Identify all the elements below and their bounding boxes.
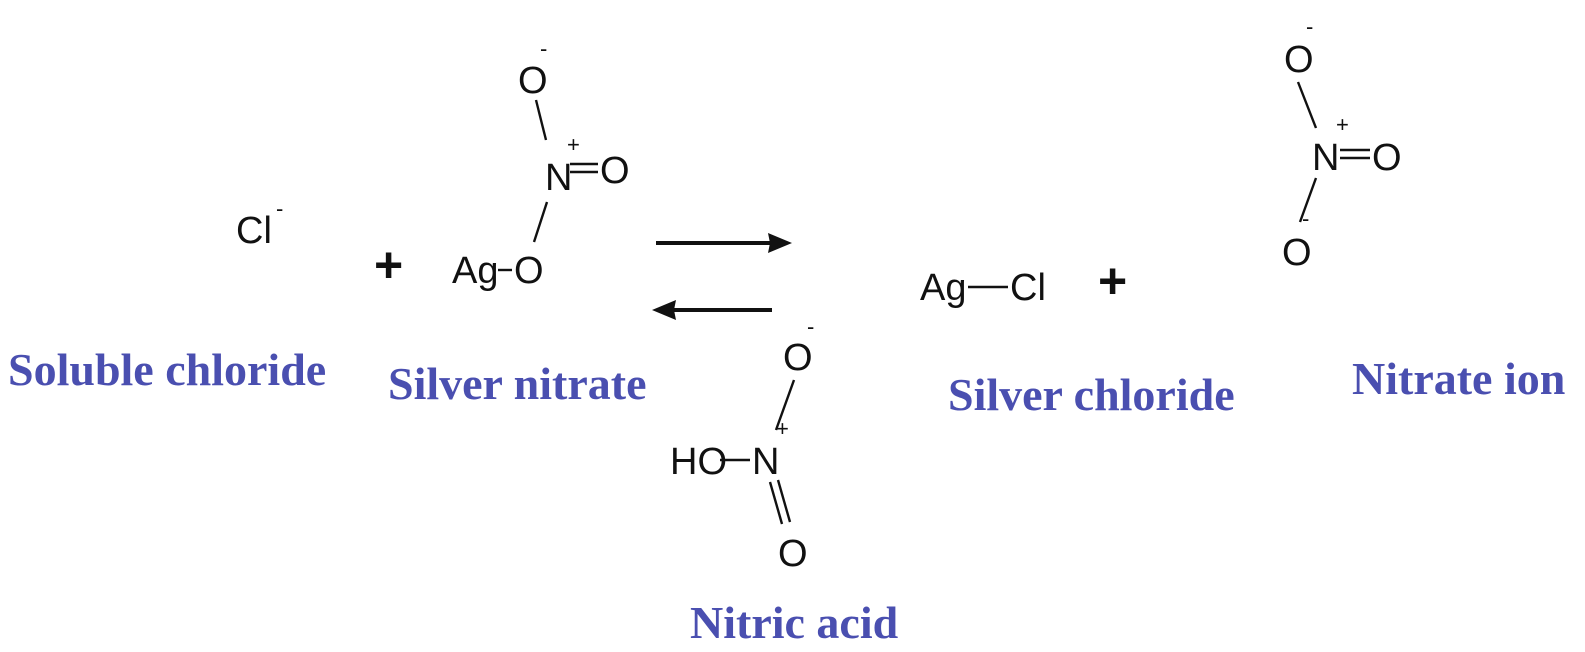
silver-nitrate-top-o-atom: O [518, 60, 548, 102]
silver-nitrate-o-charge: - [540, 36, 547, 61]
silver-chloride-cl-atom: Cl [1010, 267, 1046, 309]
soluble-chloride-caption: Soluble chloride [8, 344, 326, 395]
nitric-acid-double-bond-left [768, 481, 784, 525]
nitrate-top-o-atom: O [1284, 39, 1314, 81]
nitrate-n-o-bottom-bond [1298, 177, 1318, 223]
nitric-acid-o-charge: - [807, 314, 814, 339]
nitrate-ion-caption: Nitrate ion [1352, 353, 1565, 404]
nitric-acid-n-atom: N [752, 441, 779, 483]
nitric-acid-top-o-atom: O [783, 337, 813, 379]
nitrate-n-o-top-bond [1296, 81, 1318, 129]
o-n-bond [532, 201, 549, 243]
nitrate-bottom-o-charge: - [1302, 206, 1309, 231]
silver-nitrate-n-charge: + [567, 132, 580, 157]
silver-nitrate-n-atom: N [545, 157, 572, 199]
silver-chloride-ag-atom: Ag [920, 267, 966, 309]
nitric-acid-n-charge: + [776, 416, 789, 441]
silver-nitrate-caption: Silver nitrate [388, 358, 646, 409]
reactant-plus-sign: + [374, 237, 403, 293]
nitric-acid-n-o-top-bond [774, 379, 796, 431]
reverse-arrow [652, 300, 772, 320]
silver-chloride-caption: Silver chloride [948, 369, 1235, 420]
nitrate-top-o-charge: - [1306, 14, 1313, 39]
nitrate-double-o-atom: O [1372, 137, 1402, 179]
nitric-acid-caption: Nitric acid [690, 597, 899, 648]
nitrate-n-charge: + [1336, 112, 1349, 137]
nitric-acid-bottom-o-atom: O [778, 533, 808, 575]
silver-nitrate-bridge-o-atom: O [514, 250, 544, 292]
nitrate-ion-structure: O - N + O O - [1282, 14, 1402, 274]
nitrate-bottom-o-atom: O [1282, 232, 1312, 274]
nitrate-n-atom: N [1312, 137, 1339, 179]
nitric-acid-ho-group: HO [670, 441, 727, 483]
chloride-symbol: Cl [236, 210, 272, 252]
nitric-acid-double-bond-right [776, 479, 792, 523]
silver-nitrate-ag-atom: Ag [452, 250, 498, 292]
product-plus-sign: + [1098, 253, 1127, 309]
chloride-ion: Cl - [236, 196, 283, 252]
silver-chloride-structure: Ag Cl [920, 267, 1046, 309]
n-o-top-bond [534, 99, 548, 141]
silver-nitrate-double-o-atom: O [600, 150, 630, 192]
nitric-acid-structure: O - HO N + O [670, 314, 814, 575]
silver-nitrate-structure: Ag O N + O O - [452, 36, 630, 292]
chloride-charge: - [276, 196, 283, 221]
forward-arrow [656, 233, 792, 253]
